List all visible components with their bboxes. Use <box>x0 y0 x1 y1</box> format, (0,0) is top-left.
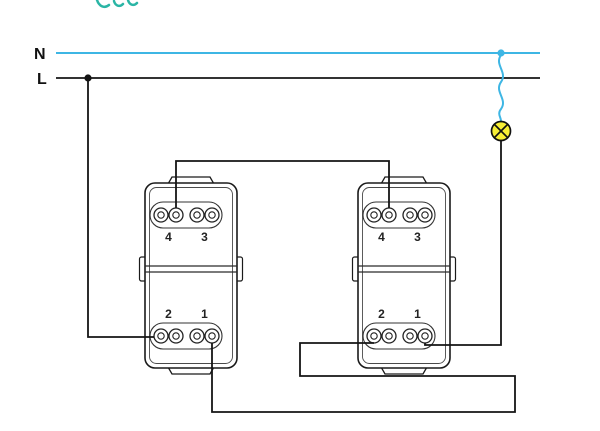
terminal-screw <box>370 211 378 219</box>
switch-body <box>144 182 238 369</box>
terminal-screw <box>406 211 414 219</box>
terminal-label-1: 1 <box>414 307 421 321</box>
terminal-label-3: 3 <box>414 230 421 244</box>
terminal-screw <box>208 332 216 340</box>
terminal-strip-top <box>362 201 436 229</box>
terminal-label-2: 2 <box>378 307 385 321</box>
terminal-screw <box>406 332 414 340</box>
terminal-label-4: 4 <box>378 230 385 244</box>
neutral-junction-dot <box>497 49 505 57</box>
terminal-label-4: 4 <box>165 230 172 244</box>
terminal-screw <box>157 211 165 219</box>
terminal-screw <box>385 332 393 340</box>
lamp-feed-wire <box>424 141 502 346</box>
lamp-drop-wire <box>498 54 504 122</box>
switch-body-inner <box>149 187 233 364</box>
traveler-bottom-wire <box>211 342 516 413</box>
lamp-cross-line <box>493 123 509 139</box>
neutral-label: N <box>34 46 46 63</box>
switch-body <box>357 182 451 369</box>
terminal-strip-bottom <box>149 322 223 350</box>
lamp-symbol <box>490 120 512 142</box>
live-label: L <box>37 71 47 88</box>
traveler-top-wire <box>175 160 390 208</box>
terminal-strip-bottom <box>362 322 436 350</box>
terminal-screw <box>385 211 393 219</box>
terminal-circles-bottom <box>153 328 220 344</box>
terminal-screw <box>172 211 180 219</box>
terminal-circles-top <box>366 207 433 223</box>
live-feed-wire <box>87 78 154 338</box>
terminal-screw <box>370 332 378 340</box>
terminal-screw <box>421 332 429 340</box>
switch-body-inner <box>362 187 446 364</box>
terminal-strip-top <box>149 201 223 229</box>
terminal-circles-top <box>153 207 220 223</box>
terminal-screw <box>421 211 429 219</box>
switch-2: 4 3 2 1 <box>351 176 457 375</box>
terminal-screw <box>193 211 201 219</box>
terminal-screw <box>208 211 216 219</box>
terminal-label-3: 3 <box>201 230 208 244</box>
terminal-screw <box>193 332 201 340</box>
switch-1: 4 3 2 1 <box>138 176 244 375</box>
terminal-label-2: 2 <box>165 307 172 321</box>
terminal-screw <box>172 332 180 340</box>
live-junction-dot <box>84 74 92 82</box>
terminal-label-1: 1 <box>201 307 208 321</box>
terminal-screw <box>157 332 165 340</box>
cropped-watermark-fragment <box>95 0 139 9</box>
